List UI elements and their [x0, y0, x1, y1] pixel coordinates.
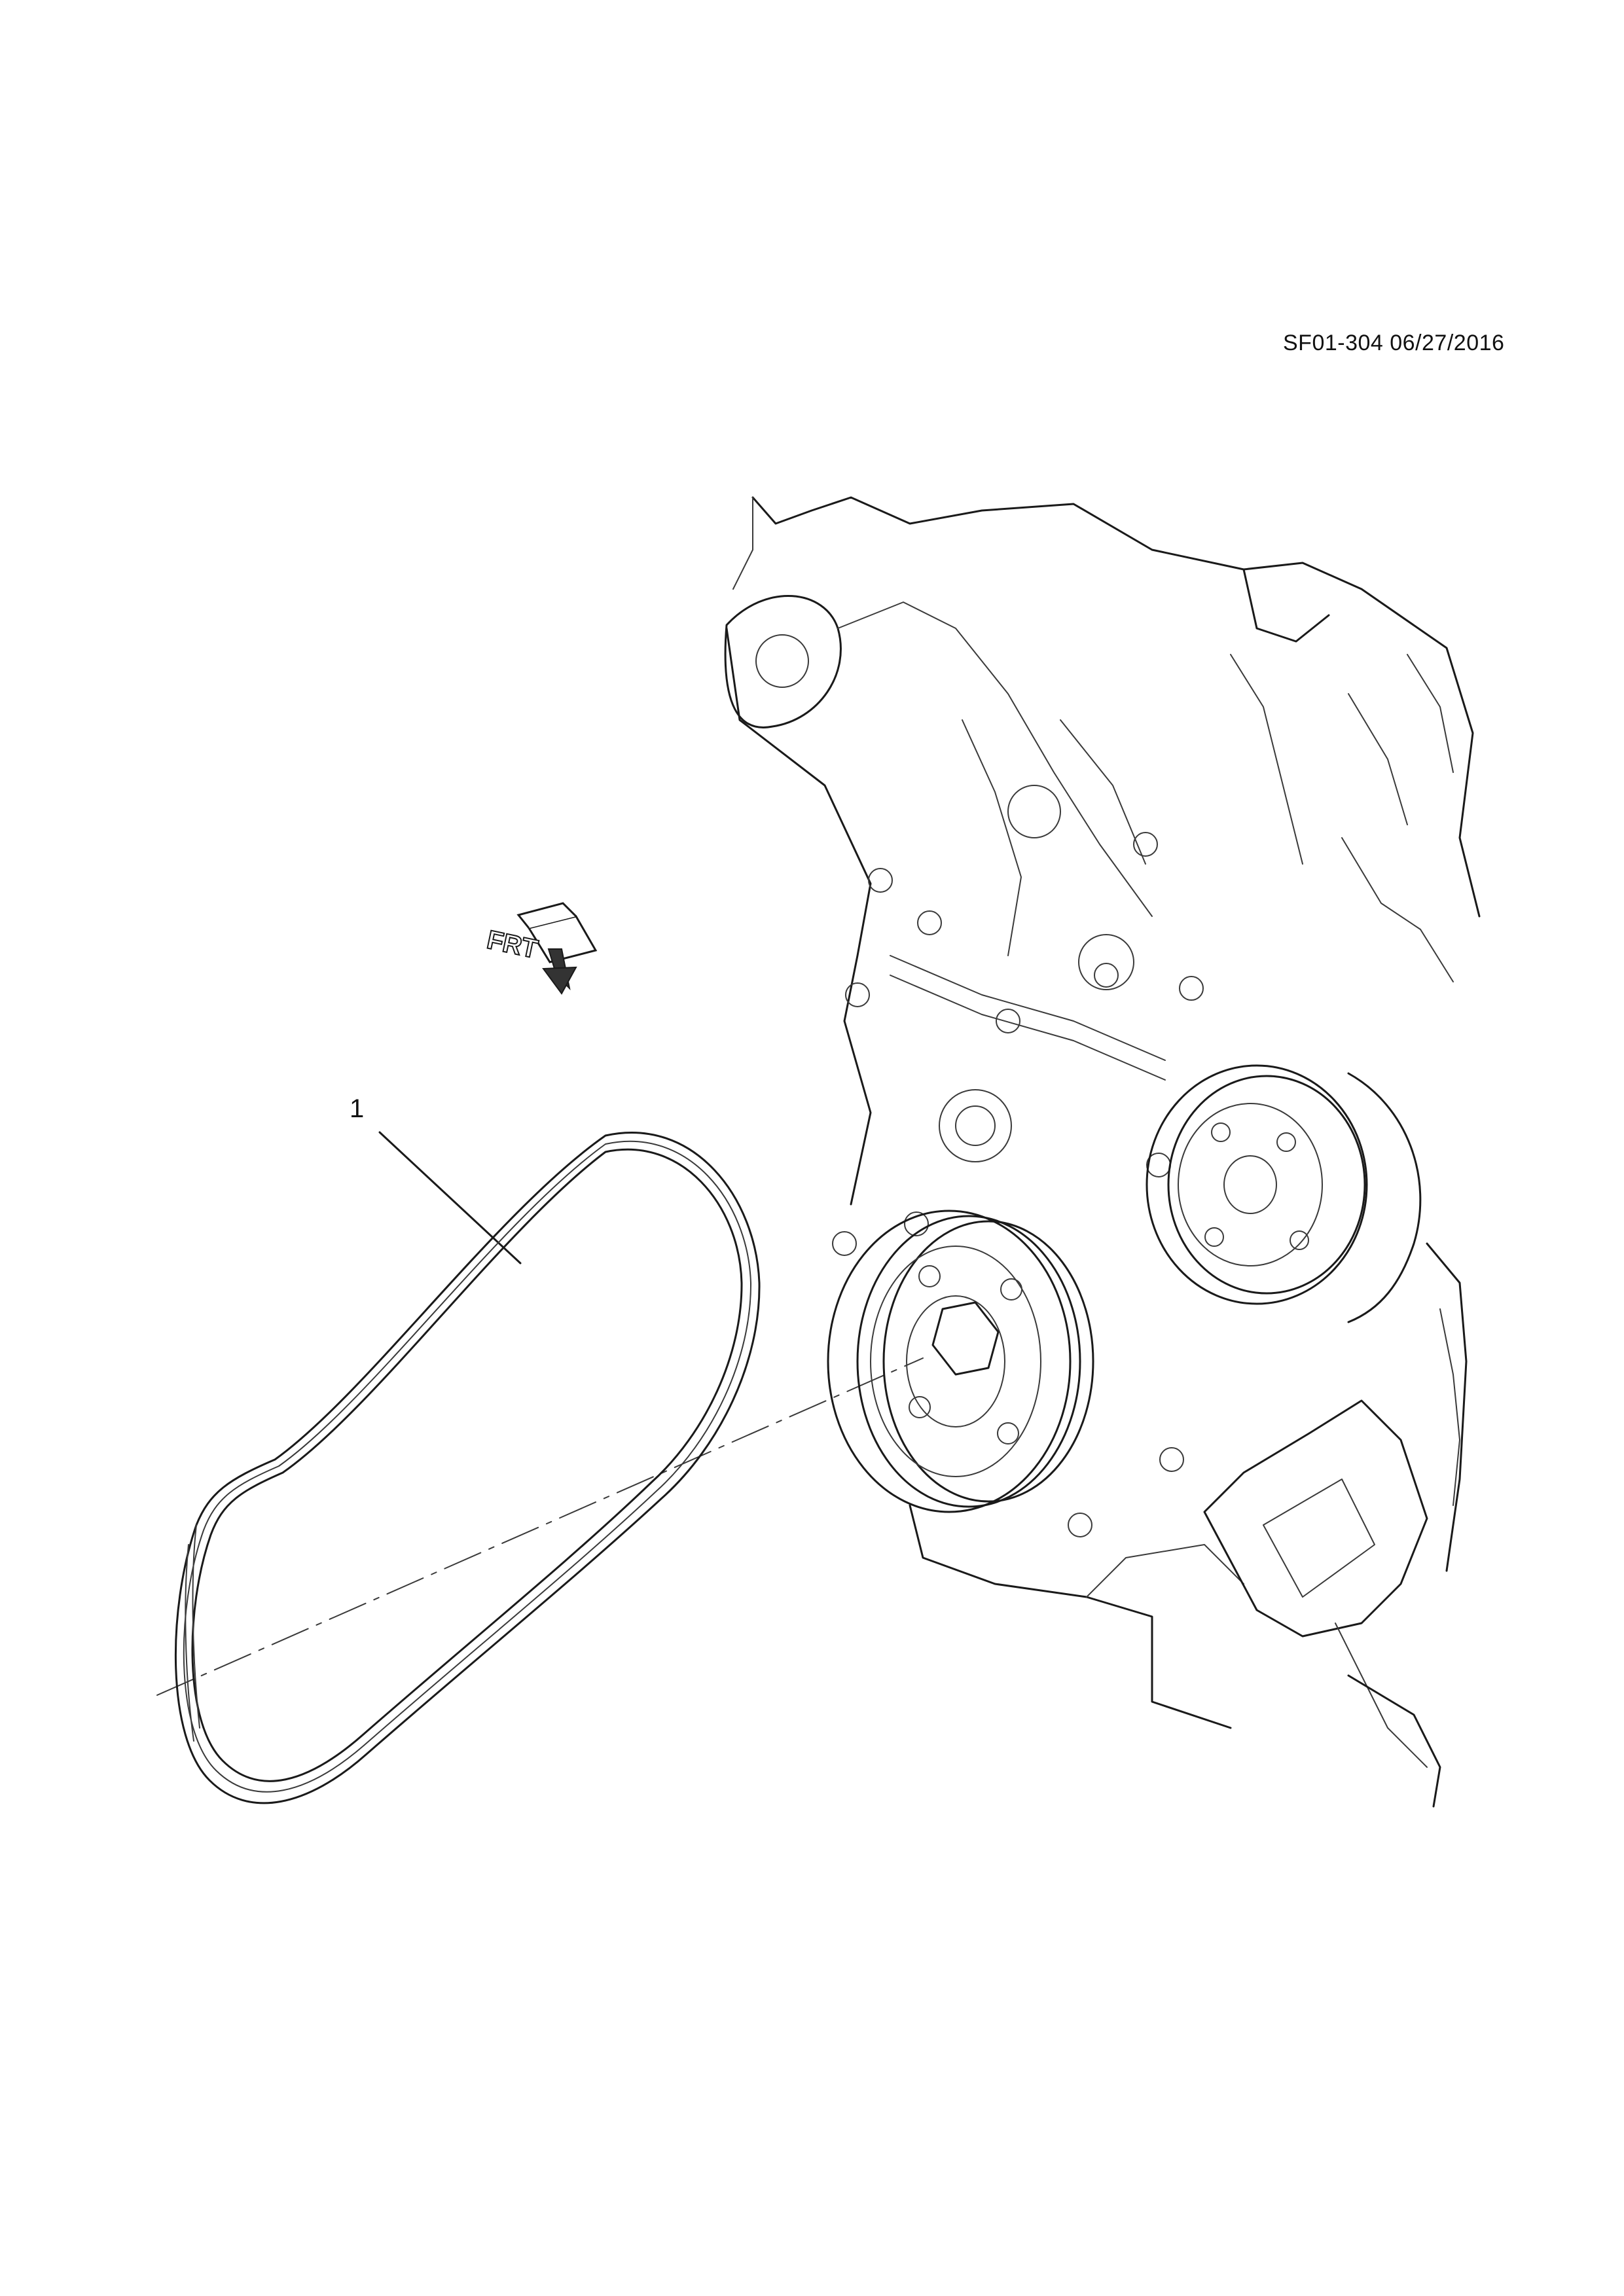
callout-number-1: 1	[350, 1094, 365, 1123]
drive-belt	[174, 1132, 761, 1804]
callout-leader-line	[378, 1131, 522, 1265]
engine-assembly	[724, 496, 1481, 1808]
centerline	[156, 1357, 924, 1696]
front-direction-indicator: FRT	[484, 902, 598, 995]
reference-code: SF01-304 06/27/2016	[1283, 331, 1505, 355]
